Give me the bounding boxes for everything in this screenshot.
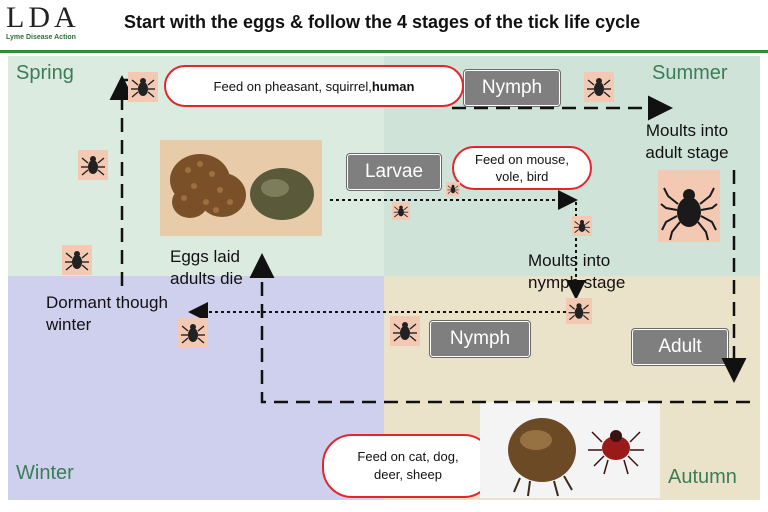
page-title: Start with the eggs & follow the 4 stage… <box>124 12 641 32</box>
stage-nymph-bottom: Nymph <box>429 320 531 358</box>
feed-bubble-spring: Feed on pheasant, squirrel, human <box>164 65 464 107</box>
tick-icon <box>446 182 460 196</box>
ticks-photo <box>480 402 660 498</box>
label-eggs: Eggs laid adults die <box>170 247 243 288</box>
tick-icon <box>566 298 592 324</box>
tick-icon <box>392 202 410 220</box>
logo-letters: LDA <box>6 1 80 34</box>
feed-bubble-larvae: Feed on mouse, vole, bird <box>452 146 592 190</box>
tick-icon <box>62 245 92 275</box>
label-moults-adult: Moults into adult stage <box>645 121 729 162</box>
arrow-bottom-return <box>249 253 750 404</box>
feed-bubble-spring-text: Feed on pheasant, squirrel, <box>213 78 372 94</box>
season-autumn: Autumn <box>668 466 737 488</box>
stage-larvae: Larvae <box>346 153 442 191</box>
label-dormant: Dormant though winter <box>46 293 168 334</box>
logo: LDA Lyme Disease Action <box>6 2 92 48</box>
tick-icon <box>572 216 592 236</box>
tick-icon <box>584 72 614 102</box>
season-spring: Spring <box>16 62 74 84</box>
header-divider <box>0 50 768 53</box>
tick-icon <box>78 150 108 180</box>
stage-nymph-top: Nymph <box>463 69 561 107</box>
tick-icon <box>390 316 420 346</box>
feed-bubble-spring-bold: human <box>371 78 415 94</box>
eggs-photo <box>160 140 322 236</box>
tick-icon <box>128 72 158 102</box>
logo-subtitle: Lyme Disease Action <box>6 34 76 41</box>
season-summer: Summer <box>652 62 728 84</box>
stage-adult: Adult <box>631 328 729 366</box>
adult-tick-image <box>658 170 720 242</box>
feed-bubble-autumn: Feed on cat, dog, deer, sheep <box>322 434 494 498</box>
feed-bubble-larvae-text: Feed on mouse, vole, bird <box>475 152 569 184</box>
tick-icon <box>178 318 208 348</box>
season-winter: Winter <box>16 462 74 484</box>
feed-bubble-autumn-text: Feed on cat, dog, deer, sheep <box>357 449 459 482</box>
